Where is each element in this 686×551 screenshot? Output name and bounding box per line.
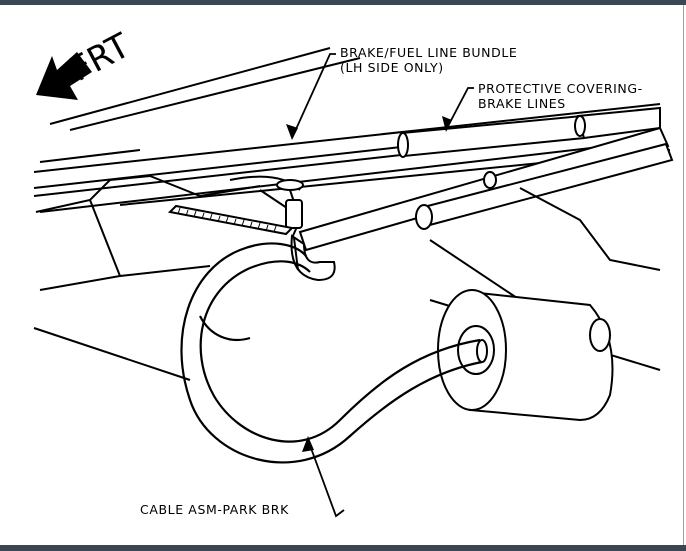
top-border [0, 0, 686, 5]
park-brake-cable [180, 242, 483, 464]
right-divider [683, 5, 684, 545]
protective-covering [397, 106, 661, 158]
label-cable: CABLE ASM-PARK BRK [140, 502, 289, 517]
leader-lines [291, 53, 474, 518]
cable-end [476, 339, 488, 363]
bottom-border [0, 545, 686, 551]
cable-strap [167, 204, 295, 236]
leader-arrowheads [286, 116, 452, 452]
label-bundle-line2: (LH SIDE ONLY) [340, 60, 444, 75]
label-covering-line1: PROTECTIVE COVERING- [478, 81, 643, 96]
label-bundle-line1: BRAKE/FUEL LINE BUNDLE [340, 45, 517, 60]
lower-brake-pipe [298, 126, 674, 252]
label-covering-line2: BRAKE LINES [478, 96, 566, 111]
retainer-clip [276, 179, 336, 282]
canister [437, 289, 614, 422]
arrow-front-icon [36, 52, 92, 100]
